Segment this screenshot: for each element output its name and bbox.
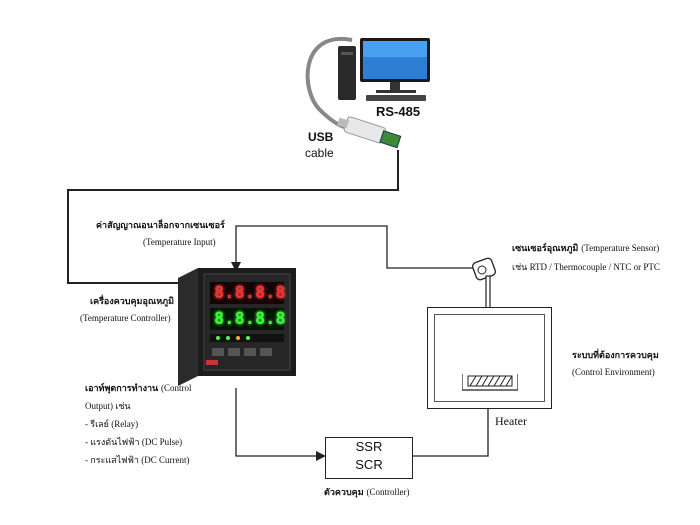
temperature-controller-device: 8.8.8.8 8.8.8.8 <box>178 268 296 386</box>
output-item-dc-current: - กระแสไฟฟ้า (DC Current) <box>85 455 190 465</box>
heater-line <box>412 406 489 457</box>
sensor-label-block: เซนเซอร์อุณหภูมิ (Temperature Sensor) เช… <box>512 242 660 273</box>
sv-display: 8.8.8.8 <box>214 309 286 329</box>
control-output-block: เอาท์พุตการทำงาน (Control Output) เช่น -… <box>85 382 192 466</box>
ssr-caption: ตัวควบคุม (Controller) <box>324 486 410 499</box>
temperature-input-line <box>235 225 480 269</box>
heater-element <box>461 372 519 392</box>
output-title-line2: Output) เช่น <box>85 401 131 411</box>
temperature-input-thai: ค่าสัญญาณอนาล็อกจากเซนเซอร์ <box>96 221 225 231</box>
cable-label: cable <box>305 146 334 160</box>
control-output-line <box>235 388 318 457</box>
ssr-scr-box: SSR SCR <box>325 437 413 479</box>
input-arrowhead <box>231 262 241 272</box>
computer-illustration <box>336 38 436 104</box>
usb-label: USB <box>308 130 334 144</box>
scr-label: SCR <box>355 457 383 472</box>
rs485-label: RS-485 <box>376 104 421 119</box>
output-arrowhead <box>316 451 326 461</box>
sensor-label-en: (Temperature Sensor) <box>581 243 660 253</box>
ssr-label: SSR <box>355 439 383 454</box>
output-item-dc-pulse: - แรงดันไฟฟ้า (DC Pulse) <box>85 437 183 447</box>
temperature-input-en: (Temperature Input) <box>143 237 216 247</box>
pc-tower <box>338 46 356 100</box>
pv-display: 8.8.8.8 <box>214 283 286 303</box>
environment-label-thai: ระบบที่ต้องการควบคุม <box>572 351 659 361</box>
output-title-en: (Control <box>161 383 192 393</box>
usb-rs485-adapter <box>336 114 406 156</box>
environment-inner-box <box>434 314 545 402</box>
sensor-examples: เช่น RTD / Thermocouple / NTC or PTC <box>512 262 660 272</box>
ssr-caption-thai: ตัวควบคุม <box>324 488 364 498</box>
controller-label-thai: เครื่องควบคุมอุณหภูมิ <box>90 297 175 307</box>
environment-label-en: (Control Environment) <box>572 367 655 377</box>
output-item-relay: - รีเลย์ (Relay) <box>85 419 139 429</box>
rs485-line <box>67 150 399 284</box>
control-environment-box <box>427 307 552 409</box>
sensor-label-thai: เซนเซอร์อุณหภูมิ <box>512 244 579 254</box>
output-title-thai: เอาท์พุตการทำงาน <box>85 384 159 394</box>
keyboard <box>366 95 426 101</box>
controller-label-en: (Temperature Controller) <box>80 313 171 323</box>
ssr-caption-en: (Controller) <box>366 487 410 497</box>
heater-label: Heater <box>495 414 527 428</box>
